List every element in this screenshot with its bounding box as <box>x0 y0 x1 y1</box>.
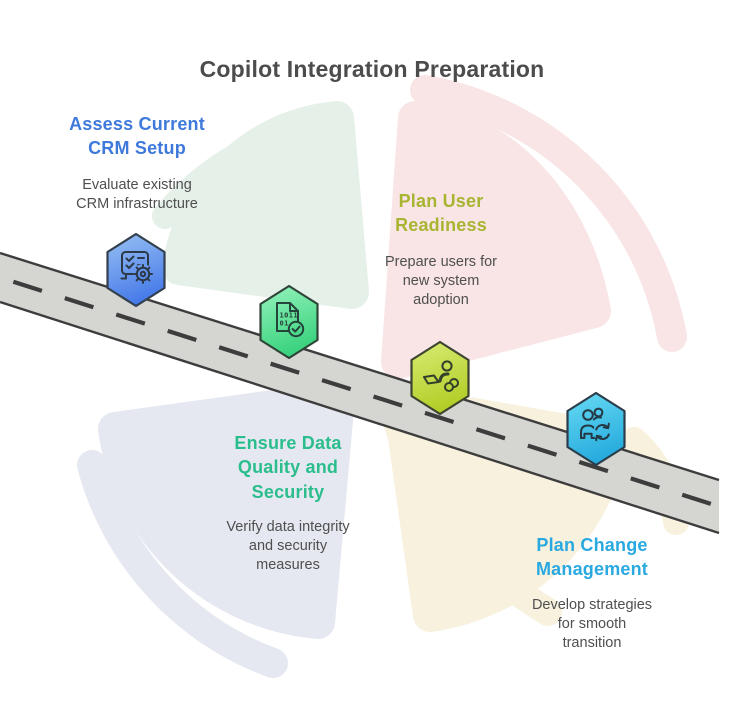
background-petal-bottom-left <box>98 381 355 639</box>
milestone-hexagon-change-management <box>566 391 626 467</box>
svg-text:01: 01 <box>280 320 289 328</box>
step-title-plan-change-management: Plan Change Management <box>535 535 649 580</box>
step-description-plan-user-readiness: Prepare users for new system adoption <box>384 254 498 308</box>
people-sync-icon <box>580 407 612 442</box>
milestone-hexagon-user-readiness <box>410 340 470 416</box>
binary-document-check-icon: 1011 01 <box>276 302 305 338</box>
step-description-assess-current-crm-setup: Evaluate existing CRM infrastructure <box>76 177 198 212</box>
step-title-plan-user-readiness: Plan User Readiness <box>395 191 487 236</box>
checklist-gear-icon <box>120 251 153 284</box>
milestone-hexagon-assess-crm <box>106 232 166 308</box>
step-description-ensure-data-quality-security: Verify data integrity and security measu… <box>226 519 350 573</box>
step-title-ensure-data-quality-security: Ensure Data Quality and Security <box>234 433 342 502</box>
background-arc-bottom-left <box>77 450 288 678</box>
background-petal-top-right <box>381 101 611 379</box>
hexagon-shape <box>259 284 319 360</box>
road-center-dashed-line <box>0 275 720 509</box>
background-arc-bottom-right-inner <box>384 410 562 626</box>
step-title-assess-current-crm-setup: Assess Current CRM Setup <box>69 114 205 159</box>
user-laptop-icon <box>423 360 459 392</box>
road-surface <box>0 253 719 533</box>
milestone-hexagon-data-quality: 1011 01 <box>259 284 319 360</box>
road-edge-bottom <box>0 300 720 535</box>
background-arc-top-left <box>152 111 338 229</box>
background-arc-top-right <box>410 75 687 352</box>
svg-text:1011: 1011 <box>280 312 298 320</box>
step-description-plan-change-management: Develop strategies for smooth transition <box>531 597 653 651</box>
diagram-title: Copilot Integration Preparation <box>199 56 545 82</box>
